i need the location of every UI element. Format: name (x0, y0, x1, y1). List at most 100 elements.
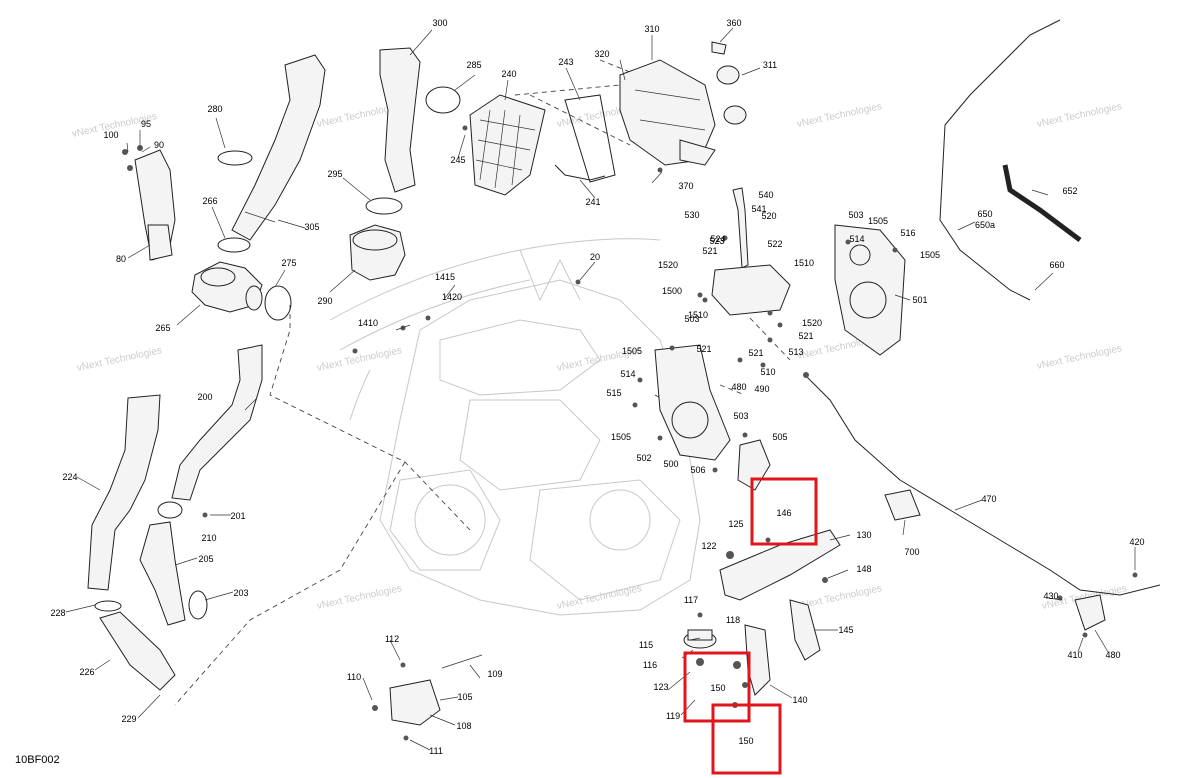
air-filter-240 (469, 94, 546, 196)
callout-label: 90 (154, 140, 164, 150)
callout-label: 1505 (611, 432, 631, 442)
callout-label: 241 (585, 197, 600, 207)
callout-label: 522 (767, 239, 782, 249)
callout-label: 119 (666, 711, 680, 721)
callout-label: 513 (788, 347, 803, 357)
cable-650 (939, 19, 1061, 301)
intake-duct-300 (379, 47, 421, 193)
callout-label: 145 (838, 625, 853, 635)
hose-652 (1002, 164, 1082, 242)
callout-label: 514 (849, 234, 864, 244)
callout-label: 203 (233, 588, 248, 598)
callout-label: 226 (79, 667, 94, 677)
callout-label: 265 (155, 323, 170, 333)
watermark-text: vNext Technologies (796, 101, 883, 130)
watermark-text: vNext Technologies (76, 345, 163, 374)
callout-label: 502 (636, 453, 651, 463)
callout-label: 240 (501, 69, 516, 79)
callout-label: 100 (103, 130, 118, 140)
bolt-109 (441, 654, 483, 669)
grommet-311 (716, 65, 740, 85)
callout-label: 650a (975, 220, 995, 230)
hose-226 (99, 611, 176, 691)
callout-label: 95 (141, 119, 151, 129)
callout-label: 110 (347, 672, 361, 682)
callout-label: 201 (230, 511, 245, 521)
seal-241 (554, 164, 606, 181)
highlight-box-146 (750, 477, 818, 546)
clamp-228 (94, 600, 122, 612)
callout-label: 530 (684, 210, 699, 220)
callout-label: 523 (709, 236, 724, 246)
seal-243 (564, 94, 616, 183)
callout-label: 1520 (658, 260, 678, 270)
duct-290 (349, 224, 406, 281)
mount-105 (389, 679, 441, 726)
grommet-311b (723, 105, 747, 125)
callout-label: 109 (487, 669, 502, 679)
callout-label: 310 (644, 24, 659, 34)
callout-label: 300 (432, 18, 447, 28)
callout-label: 520 (761, 211, 776, 221)
callout-label: 480 (1105, 650, 1120, 660)
housing-1500 (711, 264, 791, 316)
callout-labels: 3002852402433203103603112809510090305266… (50, 18, 1144, 756)
clamp-203 (188, 590, 208, 620)
clamp-280 (217, 150, 253, 166)
callout-label: 652 (1062, 186, 1077, 196)
callout-label: 115 (639, 640, 653, 650)
callout-label: 506 (690, 465, 705, 475)
callout-label: 1500 (662, 286, 682, 296)
bracket-145 (789, 599, 821, 661)
callout-label: 503 (848, 210, 863, 220)
callout-label: 1510 (688, 310, 708, 320)
callout-label: 1505 (920, 250, 940, 260)
callout-label: 229 (121, 714, 136, 724)
callout-label: 20 (590, 252, 600, 262)
clamp-285 (425, 86, 461, 114)
callout-label: 117 (684, 595, 698, 605)
callout-label: 1505 (622, 346, 642, 356)
bracket-360 (711, 41, 727, 55)
callout-label: 125 (728, 519, 743, 529)
callout-label: 540 (758, 190, 773, 200)
callout-label: 1520 (802, 318, 822, 328)
callout-label: 116 (643, 660, 657, 670)
callout-label: 430 (1043, 591, 1058, 601)
watermark-text: vNext Technologies (1036, 101, 1123, 130)
callout-label: 470 (981, 494, 996, 504)
callout-label: 700 (904, 547, 919, 557)
clamp-266 (217, 237, 251, 253)
lever-540 (732, 187, 749, 269)
pedal-assembly-80 (134, 149, 176, 261)
callout-label: 305 (304, 222, 319, 232)
watermark-text: vNext Technologies (316, 345, 403, 374)
clamp-295 (365, 197, 403, 215)
callout-label: 245 (450, 155, 465, 165)
bracket-130 (719, 529, 841, 601)
callout-label: 650 (977, 209, 992, 219)
callout-label: 148 (856, 564, 871, 574)
diagram-code: 10BF002 (15, 754, 60, 766)
callout-label: 210 (201, 533, 216, 543)
callout-label: 140 (792, 695, 807, 705)
callout-label: 541 (751, 204, 766, 214)
callout-label: 205 (198, 554, 213, 564)
callout-label: 420 (1129, 537, 1144, 547)
callout-label: 1420 (442, 292, 462, 302)
plate-500 (654, 344, 731, 461)
callout-label: 112 (385, 634, 399, 644)
callout-label: 111 (429, 746, 443, 756)
callout-label: 505 (772, 432, 787, 442)
callout-label: 503 (684, 314, 699, 324)
callout-label: 320 (594, 49, 609, 59)
callout-label: 266 (202, 196, 217, 206)
callout-label: 515 (606, 388, 621, 398)
bracket-505 (737, 439, 771, 491)
bracket-700 (884, 489, 921, 521)
callout-label: 243 (558, 57, 573, 67)
clamp-210 (157, 501, 183, 519)
intake-tube-224 (87, 394, 161, 591)
